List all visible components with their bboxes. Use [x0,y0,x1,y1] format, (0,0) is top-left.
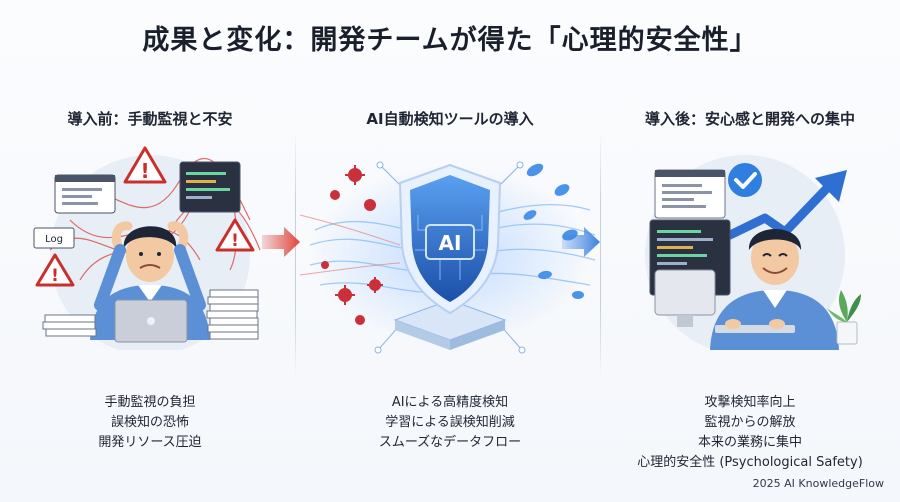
list-item: 手動監視の負担 [104,395,196,410]
list-item: 本来の業務に集中 [697,435,802,450]
after-illustration [615,140,885,355]
column-divider [600,130,601,380]
page-title: 成果と変化：開発チームが得た「心理的安全性」 [142,25,758,56]
warning-icon: ! [215,218,255,252]
footer-credit: 2025 AI KnowledgeFlow [752,477,884,490]
svg-text:!: ! [51,266,59,286]
list-item: 開発リソース圧迫 [98,435,202,450]
list-item: AIによる高精度検知 [391,395,509,410]
check-icon [728,163,762,197]
column-heading-before: 導入前：手動監視と不安 [67,110,233,128]
warning-icon: ! [35,253,75,287]
after-bullet-list: 攻撃検知率向上 監視からの解放 本来の業務に集中 心理的安全性 (Psychol… [600,393,900,473]
arrow-right-icon [562,225,602,263]
list-item: スムーズなデータフロー [378,435,522,450]
plant-icon [827,290,861,345]
ai-shield-illustration: AI [299,135,600,375]
before-illustration: ! ! ! Log [20,140,280,355]
svg-text:!: ! [140,159,149,183]
before-bullet-list: 手動監視の負担 誤検知の恐怖 開発リソース圧迫 [0,393,300,453]
column-divider [295,130,296,380]
list-item: 学習による誤検知削減 [385,415,515,430]
list-item: 監視からの解放 [704,415,796,430]
list-item: 心理的安全性 (Psychological Safety) [637,455,863,470]
column-heading-after: 導入後：安心感と開発への集中 [644,110,855,128]
shield-ai-label: AI [439,231,462,255]
arrow-right-icon [262,225,302,263]
column-heading-introduction: AI自動検知ツールの導入 [366,110,534,128]
svg-text:!: ! [231,231,239,251]
log-label: Log [45,234,63,245]
list-item: 誤検知の恐怖 [110,415,189,430]
warning-icon: ! [123,146,167,184]
list-item: 攻撃検知率向上 [704,395,796,410]
introduction-bullet-list: AIによる高精度検知 学習による誤検知削減 スムーズなデータフロー [300,393,600,453]
